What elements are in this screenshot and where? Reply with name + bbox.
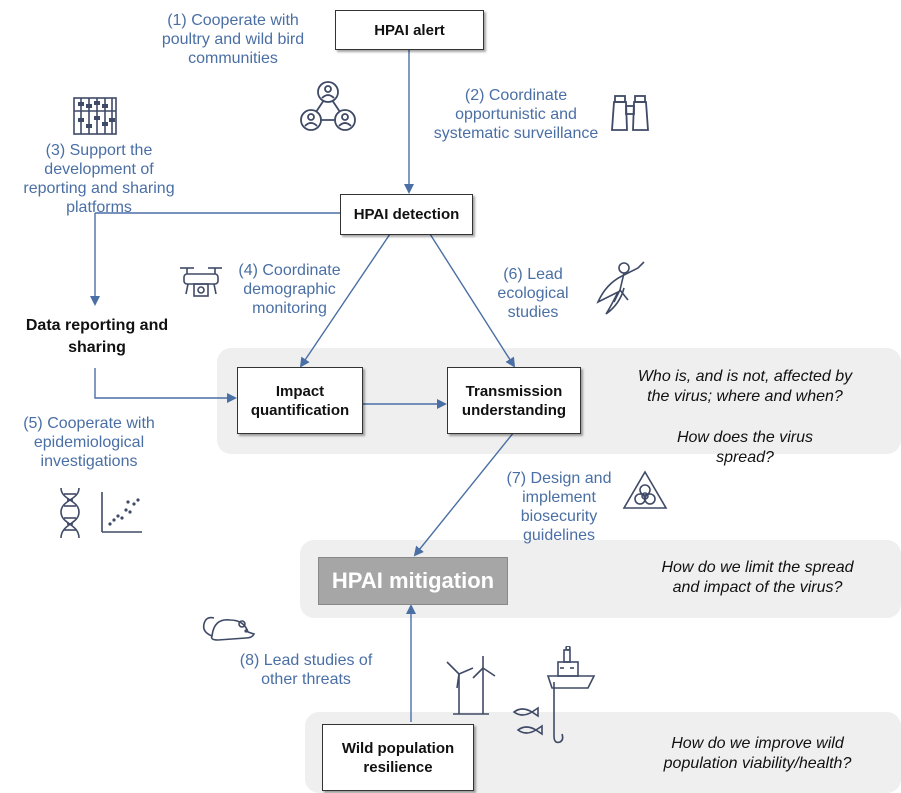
question-how-spread: How does the virus spread? <box>645 428 845 468</box>
action-4-line3: monitoring <box>252 300 327 317</box>
biohazard-icon <box>622 470 668 509</box>
scatter-plot-icon <box>101 492 142 533</box>
question-4-line2: population viability/health? <box>663 755 852 772</box>
binoculars-icon <box>611 95 649 131</box>
action-4-label: (4) Coordinate demographic monitoring <box>227 261 352 318</box>
action-1-line1: (1) Cooperate with <box>167 12 299 29</box>
action-7-line4: guidelines <box>522 527 596 544</box>
action-6-line2: ecological <box>497 285 569 302</box>
arrow-detection-transmission <box>429 233 516 368</box>
action-2-line2: opportunistic and <box>455 106 577 123</box>
data-reporting-line2: sharing <box>68 339 126 356</box>
action-7-line3: biosecurity <box>520 508 598 525</box>
hpai-detection-label: HPAI detection <box>353 206 460 223</box>
action-2-label: (2) Coordinate opportunistic and systema… <box>425 86 607 143</box>
hpai-mitigation-box: HPAI mitigation <box>318 557 508 605</box>
action-7-line1: (7) Design and <box>506 470 612 487</box>
wind-turbine-icon <box>446 656 496 715</box>
action-5-label: (5) Cooperate with epidemiological inves… <box>10 414 168 471</box>
question-3-line1: How do we limit the spread <box>661 559 854 576</box>
action-6-line1: (6) Lead <box>503 266 563 283</box>
action-7-line2: implement <box>522 489 596 506</box>
action-6-line3: studies <box>507 304 559 321</box>
superhero-icon <box>596 261 645 315</box>
transmission-label-line1: Transmission <box>465 382 563 400</box>
action-5-line2: epidemiological <box>33 434 145 451</box>
question-limit-spread: How do we limit the spread and impact of… <box>640 558 875 598</box>
action-4-line1: (4) Coordinate <box>238 262 341 279</box>
action-8-line1: (8) Lead studies of <box>239 652 373 669</box>
action-7-label: (7) Design and implement biosecurity gui… <box>497 469 621 545</box>
abacus-icon <box>73 97 117 135</box>
action-2-line1: (2) Coordinate <box>464 87 568 104</box>
arrow-data-to-impact <box>94 368 237 403</box>
action-3-line4: platforms <box>66 199 132 216</box>
resilience-label-line2: resilience <box>363 758 433 776</box>
question-2-line1: How does the virus <box>676 429 814 446</box>
drone-icon <box>180 267 222 297</box>
hpai-detection-box: HPAI detection <box>340 194 473 235</box>
transmission-label-line2: understanding <box>461 401 567 419</box>
wild-population-resilience-box: Wild population resilience <box>322 724 474 791</box>
data-reporting-line1: Data reporting and <box>25 317 169 334</box>
hpai-alert-box: HPAI alert <box>335 10 484 50</box>
transmission-understanding-box: Transmission understanding <box>447 367 581 434</box>
action-5-line1: (5) Cooperate with <box>23 415 155 432</box>
question-3-line2: and impact of the virus? <box>672 579 843 596</box>
question-2-line2: spread? <box>716 449 774 466</box>
action-8-line2: other threats <box>261 671 351 688</box>
action-4-line2: demographic <box>243 281 336 298</box>
question-1-line2: the virus; where and when? <box>647 388 843 405</box>
action-8-label: (8) Lead studies of other threats <box>226 651 386 689</box>
action-1-line2: poultry and wild bird <box>161 31 305 48</box>
impact-label-line2: quantification <box>250 401 350 419</box>
question-4-line1: How do we improve wild <box>671 735 844 752</box>
community-network-icon <box>300 81 356 131</box>
action-3-label: (3) Support the development of reporting… <box>14 141 184 217</box>
arrow-detection-impact <box>299 233 391 368</box>
question-1-line1: Who is, and is not, affected by <box>637 368 853 385</box>
rodent-icon <box>202 616 256 641</box>
arrow-transmission-mitigation <box>413 431 515 557</box>
action-5-line3: investigations <box>40 453 138 470</box>
action-6-label: (6) Lead ecological studies <box>488 265 578 322</box>
impact-quantification-box: Impact quantification <box>237 367 363 434</box>
question-who-affected: Who is, and is not, affected by the viru… <box>605 367 885 407</box>
action-3-line3: reporting and sharing <box>23 180 175 197</box>
action-1-line3: communities <box>188 50 278 67</box>
action-3-line2: development of <box>44 161 154 178</box>
impact-label-line1: Impact <box>275 382 325 400</box>
dna-icon <box>60 487 80 539</box>
action-1-label: (1) Cooperate with poultry and wild bird… <box>148 11 318 68</box>
fishing-boat-icon <box>512 646 596 744</box>
hpai-mitigation-label: HPAI mitigation <box>331 568 495 593</box>
hpai-alert-label: HPAI alert <box>374 21 445 39</box>
action-2-line3: systematic surveillance <box>433 125 599 142</box>
data-reporting-sharing: Data reporting and sharing <box>12 315 182 359</box>
action-3-line1: (3) Support the <box>45 142 153 159</box>
resilience-label-line1: Wild population <box>341 739 455 757</box>
question-improve-viability: How do we improve wild population viabil… <box>635 734 880 774</box>
